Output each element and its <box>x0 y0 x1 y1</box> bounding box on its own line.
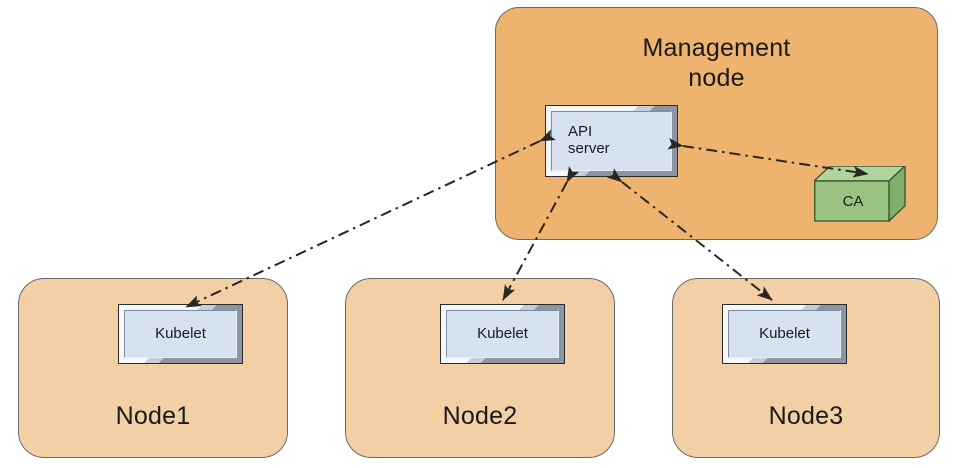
management-node-title-line2: node <box>688 63 745 92</box>
worker-node-label-2: Node2 <box>442 401 518 430</box>
kubelet-inner-panel-2 <box>446 310 559 358</box>
kubelet-box-1: Kubelet <box>118 304 243 364</box>
api-server-inner-panel <box>551 111 672 171</box>
worker-node-label-3: Node3 <box>768 401 844 430</box>
worker-node-label-1: Node1 <box>115 401 191 430</box>
management-node-title-line1: Management <box>642 34 791 62</box>
kubelet-box-2: Kubelet <box>440 304 565 364</box>
api-server-box: API server <box>545 105 678 177</box>
ca-box-shape <box>812 164 907 223</box>
kubelet-inner-panel-3 <box>728 310 841 358</box>
kubelet-inner-panel-1 <box>124 310 237 358</box>
management-node-title: Management node <box>496 34 937 93</box>
ca-box: CA <box>812 164 907 223</box>
kubelet-box-3: Kubelet <box>722 304 847 364</box>
